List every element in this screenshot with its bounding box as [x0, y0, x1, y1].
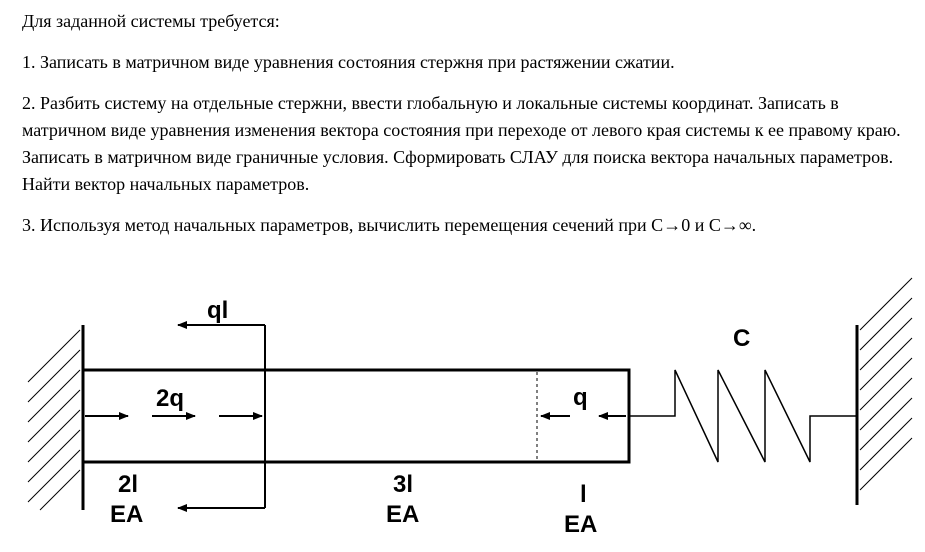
load-2q-label: 2q [156, 385, 184, 412]
task-item-1: 1. Записать в матричном виде уравнения с… [22, 52, 675, 72]
force-ql-label: ql [207, 297, 228, 324]
segment-2-length: 3l [393, 471, 413, 498]
left-wall [27, 325, 85, 511]
load-q-label: q [573, 384, 588, 411]
spring-label: C [733, 325, 750, 352]
right-wall [855, 277, 913, 505]
segment-3-stiffness: EA [564, 511, 597, 538]
task-item-3: 3. Используя метод начальных параметров,… [22, 215, 757, 235]
segment-1-stiffness: EA [110, 501, 143, 528]
segment-2-stiffness: EA [386, 501, 419, 528]
segment-3-length: l [580, 481, 587, 508]
task-text: Для заданной системы требуется: 1. Запис… [22, 8, 917, 253]
task-item-2: 2. Разбить систему на отдельные стержни,… [22, 93, 901, 194]
task-intro: Для заданной системы требуется: [22, 11, 280, 31]
rod-scheme: ql 2q q C 2l EA 3l EA l EA [27, 277, 913, 538]
spring [629, 369, 857, 463]
segment-1-length: 2l [118, 471, 138, 498]
